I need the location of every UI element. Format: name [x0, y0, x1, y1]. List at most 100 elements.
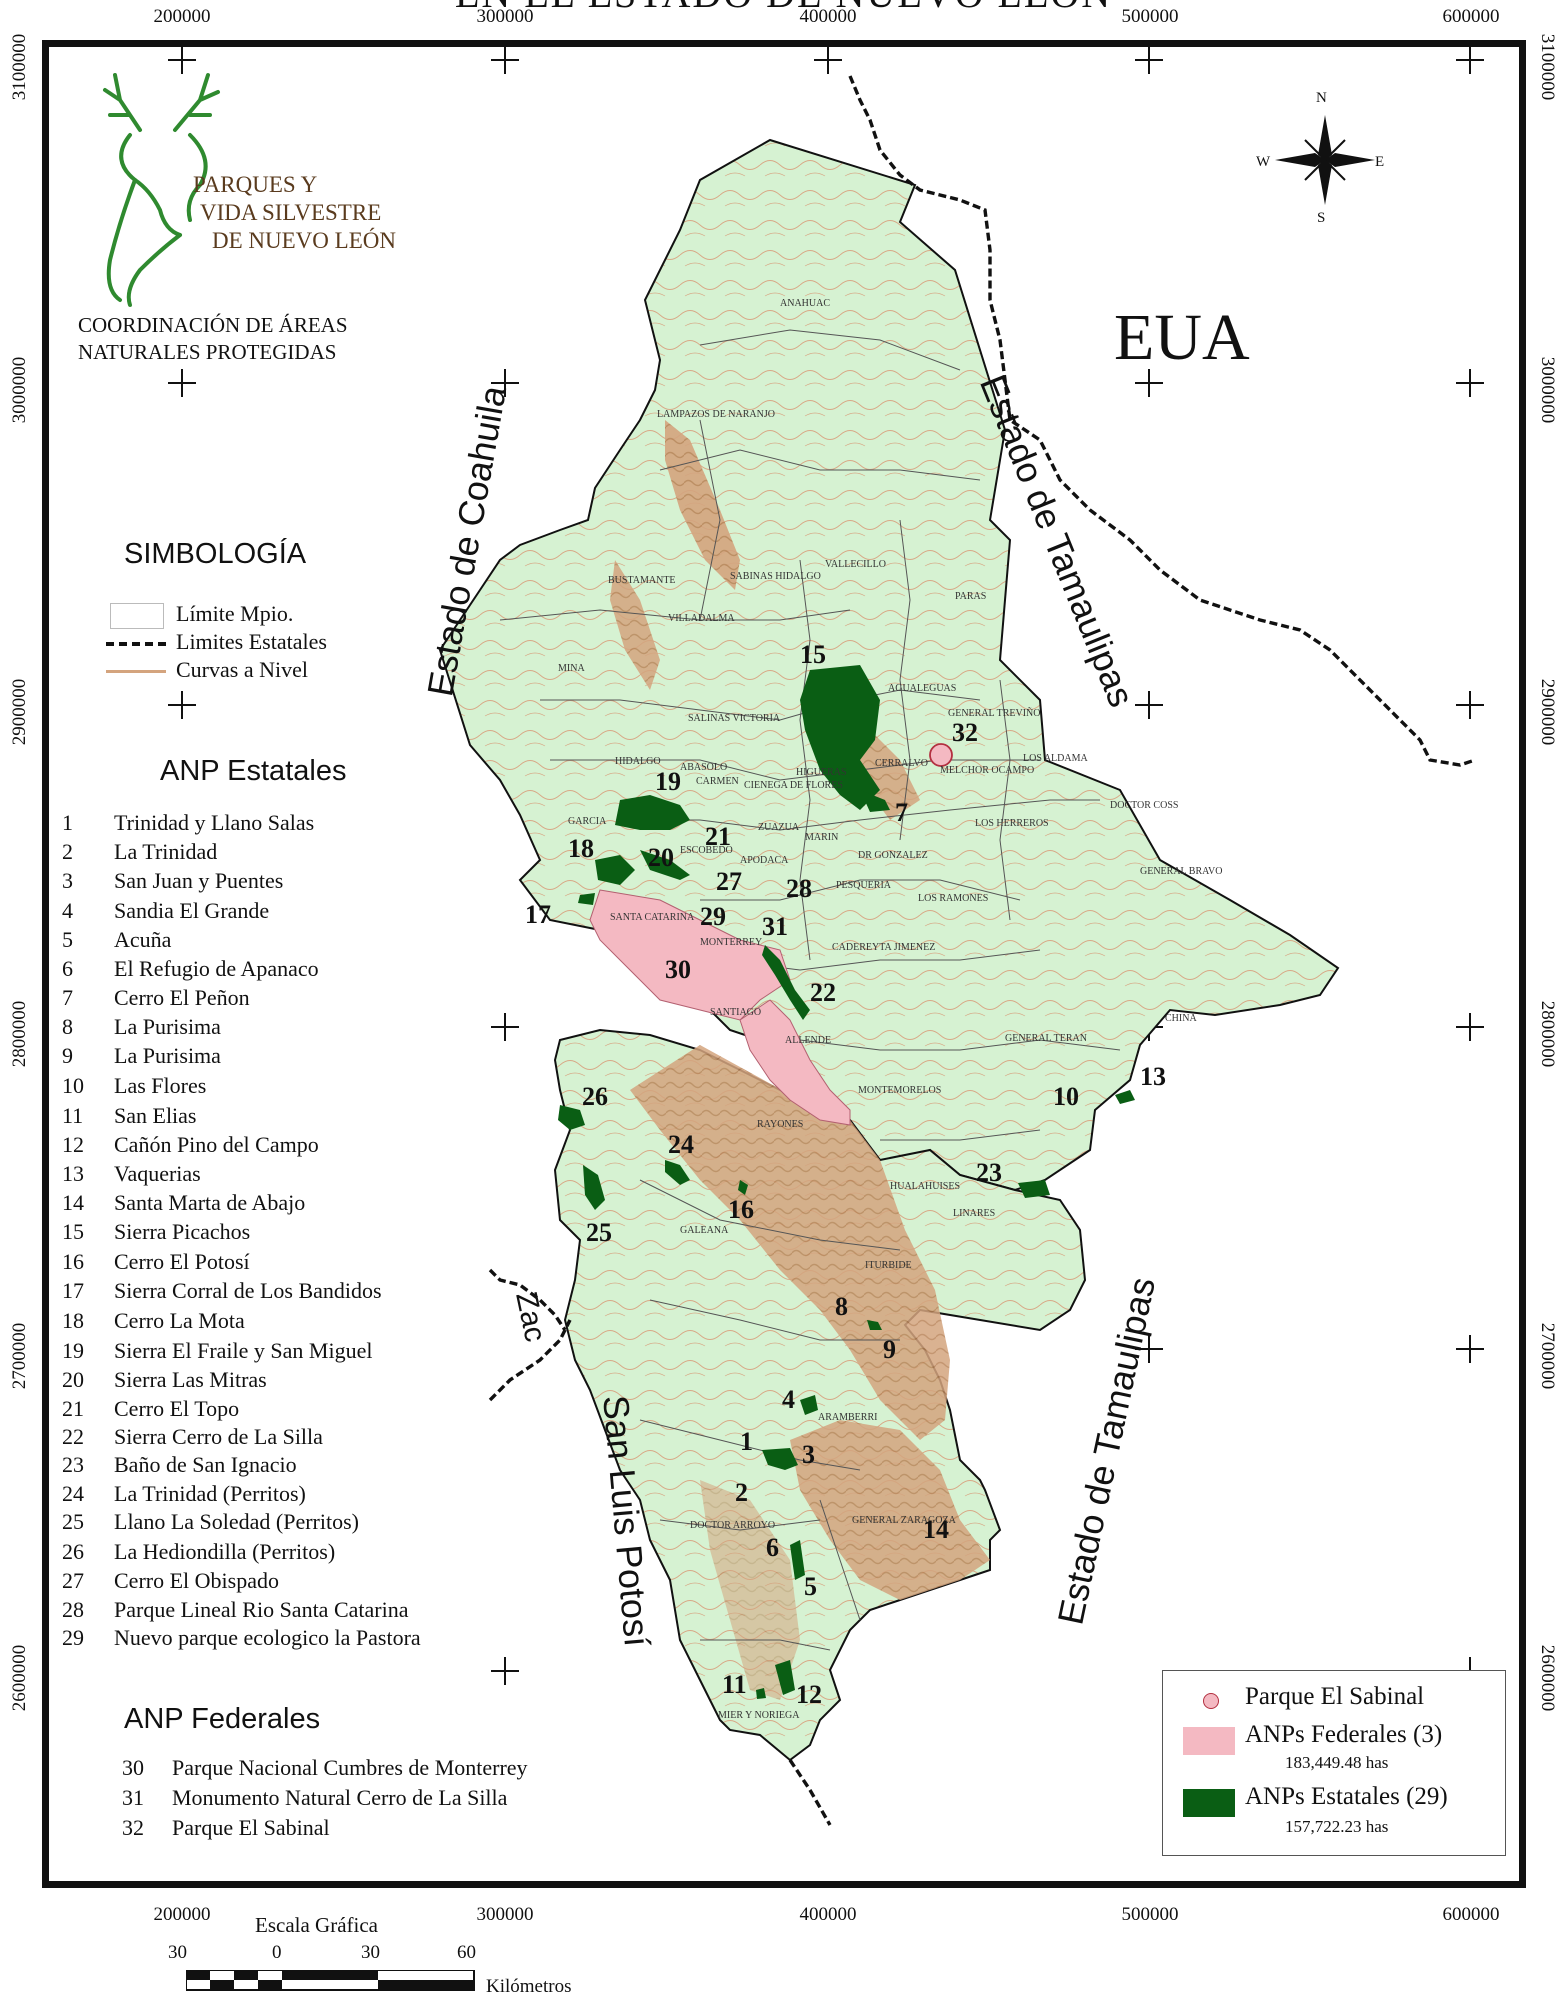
- anp-estatal-number: 25: [62, 1509, 84, 1534]
- anp-estatal-name: La Hediondilla (Perritos): [114, 1539, 336, 1564]
- anp-estatal-name: Sierra Corral de Los Bandidos: [114, 1278, 382, 1303]
- anp-federales-heading: ANP Federales: [124, 1703, 321, 1735]
- curvas-swatch: [106, 670, 166, 673]
- anp-19: [615, 795, 690, 830]
- municipality-label: MARIN: [805, 832, 839, 843]
- anp-estatal-name: El Refugio de Apanaco: [114, 956, 319, 981]
- municipality-label: ITURBIDE: [865, 1260, 912, 1271]
- municipality-label: LOS HERREROS: [975, 818, 1049, 829]
- anp-26: [558, 1105, 585, 1130]
- legend-estatales: ANPs Estatales (29): [1245, 1783, 1448, 1810]
- anp-map-number-23: 23: [976, 1158, 1002, 1187]
- scale-unit: Kilómetros: [486, 1976, 572, 1997]
- municipality-label: ALLENDE: [785, 1035, 832, 1046]
- anp-estatal-number: 1: [62, 810, 73, 835]
- municipality-label: DOCTOR ARROYO: [690, 1520, 776, 1531]
- anp-estatal-number: 21: [62, 1396, 84, 1421]
- anp-map-number-28: 28: [786, 874, 812, 903]
- municipality-label: MONTEMORELOS: [858, 1085, 942, 1096]
- simbologia-curvas: Curvas a Nivel: [176, 657, 308, 682]
- scale-label-60: 60: [457, 1942, 476, 1963]
- x-tick-top-300000: 300000: [476, 6, 534, 27]
- municipality-label: MIER Y NORIEGA: [718, 1710, 800, 1721]
- coordination-line1: COORDINACIÓN DE ÁREAS: [78, 313, 348, 337]
- municipality-label: GENERAL ZARAGOZA: [852, 1515, 956, 1526]
- anp-map-number-20: 20: [648, 843, 674, 872]
- anp-federal-number: 32: [122, 1815, 144, 1840]
- municipality-label: APODACA: [740, 855, 789, 866]
- anp-20: [640, 850, 690, 880]
- anp-estatal-name: La Trinidad (Perritos): [114, 1481, 306, 1506]
- municipality-label: PARAS: [955, 591, 987, 602]
- anp-16: [738, 1180, 748, 1195]
- x-tick-bottom-200000: 200000: [153, 1904, 211, 1925]
- municipality-label: ABASOLO: [680, 762, 728, 773]
- anp-estatal-number: 17: [62, 1278, 84, 1303]
- anp-17: [578, 893, 595, 905]
- anp-estatal-number: 2: [62, 839, 73, 864]
- anp-estatal-number: 27: [62, 1568, 84, 1593]
- x-tick-top-600000: 600000: [1442, 6, 1500, 27]
- municipality-label: HIDALGO: [615, 756, 661, 767]
- anp-9: [867, 1320, 882, 1330]
- municipality-label: VALLECILLO: [825, 559, 886, 570]
- anp-estatal-number: 9: [62, 1043, 73, 1068]
- anp-estatal-name: Acuña: [114, 927, 172, 952]
- estatal-legend-swatch: [1183, 1789, 1235, 1817]
- anp-map-number-10: 10: [1053, 1082, 1079, 1111]
- anp-estatal-number: 20: [62, 1367, 84, 1392]
- compass-n: N: [1316, 90, 1327, 106]
- anp-map-number-8: 8: [835, 1292, 848, 1321]
- x-tick-bottom-500000: 500000: [1121, 1904, 1179, 1925]
- anp-map-number-31: 31: [762, 912, 788, 941]
- anp-map-number-3: 3: [802, 1440, 815, 1469]
- anp-estatal-number: 28: [62, 1597, 84, 1622]
- anp-federal-name: Parque El Sabinal: [172, 1815, 330, 1840]
- relief-north: [665, 420, 740, 590]
- anp-map-number-1: 1: [740, 1427, 753, 1456]
- anp-map-number-14: 14: [923, 1515, 949, 1544]
- estatales-swatch: [106, 642, 166, 646]
- anp-estatal-number: 12: [62, 1132, 84, 1157]
- municipality-label: ANAHUAC: [780, 298, 830, 309]
- anp-estatal-name: La Trinidad: [114, 839, 218, 864]
- anp-estatal-number: 29: [62, 1625, 84, 1650]
- municipality-label: CERRALVO: [875, 758, 928, 769]
- anp-4: [800, 1395, 818, 1415]
- anp-estatal-name: Nuevo parque ecologico la Pastora: [114, 1625, 421, 1650]
- municipality-label: ZUAZUA: [758, 822, 800, 833]
- anp-map-number-27: 27: [716, 867, 742, 896]
- legend-sabinal: Parque El Sabinal: [1245, 1683, 1425, 1710]
- anp-estatal-row: 12 Cañón Pino del Campo: [62, 1132, 319, 1158]
- anp-map-number-7: 7: [895, 798, 908, 827]
- anp-estatal-name: Cañón Pino del Campo: [114, 1132, 319, 1157]
- anp-estatal-name: Parque Lineal Rio Santa Catarina: [114, 1597, 409, 1622]
- anp-estatal-name: Vaquerias: [114, 1161, 201, 1186]
- anp-map-number-26: 26: [582, 1082, 608, 1111]
- anp-estatal-number: 8: [62, 1014, 73, 1039]
- relief-south: [790, 1420, 990, 1600]
- municipality-label: SANTA CATARINA: [610, 912, 695, 923]
- x-tick-bottom-400000: 400000: [799, 1904, 857, 1925]
- municipality-label: PESQUERIA: [836, 880, 892, 891]
- municipality-label: GENERAL BRAVO: [1140, 866, 1223, 877]
- anp-map-number-24: 24: [668, 1130, 694, 1159]
- anp-estatal-name: Llano La Soledad (Perritos): [114, 1509, 359, 1534]
- municipality-label: BUSTAMANTE: [608, 575, 676, 586]
- anp-15-sierra-picachos: [800, 665, 880, 810]
- municipality-label: RAYONES: [757, 1119, 804, 1130]
- municipality-label: GENERAL TERAN: [1005, 1033, 1087, 1044]
- anp-map-number-29: 29: [700, 902, 726, 931]
- compass-rose-icon: [1275, 115, 1375, 205]
- anp-estatal-number: 23: [62, 1452, 84, 1477]
